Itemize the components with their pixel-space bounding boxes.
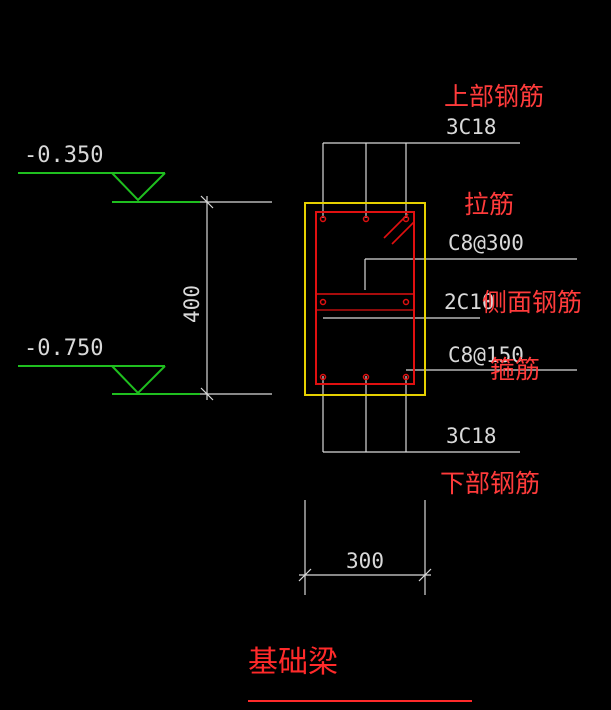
concrete-outline [304, 202, 426, 396]
annotation-bottom-rebar: 下部钢筋 [440, 469, 540, 498]
top-bar-3 [402, 215, 410, 223]
bottom-bar-3 [402, 373, 410, 381]
height-dimension-label: 400 [180, 285, 204, 323]
annotation-stirrup: 箍筋 [490, 355, 540, 384]
tie-bar-spec: C8@300 [448, 231, 524, 255]
drawing-title: 基础梁 [248, 645, 338, 680]
elevation-label-bottom: -0.750 [24, 336, 103, 361]
side-bars-spec: 2C10 [444, 290, 495, 314]
stirrup-cage [315, 211, 415, 385]
top-bar-1 [319, 215, 327, 223]
top-bars-spec: 3C18 [446, 115, 497, 139]
top-bar-2 [362, 215, 370, 223]
rebar-points [319, 215, 410, 381]
side-bar-1 [319, 298, 327, 306]
elevation-marker-top [18, 172, 200, 203]
elevation-label-top: -0.350 [24, 143, 103, 168]
elevation-marker-bottom [18, 365, 200, 395]
annotation-tie-rebar: 拉筋 [464, 190, 514, 219]
leader-lines [298, 142, 577, 595]
bottom-bar-1 [319, 373, 327, 381]
side-bar-2 [402, 298, 410, 306]
bottom-bar-2 [362, 373, 370, 381]
stirrup-spec: C8@150 [448, 343, 524, 367]
height-dimension [200, 195, 272, 401]
annotation-side-rebar: 侧面钢筋 [482, 288, 582, 317]
annotation-top-rebar: 上部钢筋 [444, 82, 544, 111]
width-dimension-label: 300 [346, 549, 384, 573]
bottom-bars-spec: 3C18 [446, 424, 497, 448]
